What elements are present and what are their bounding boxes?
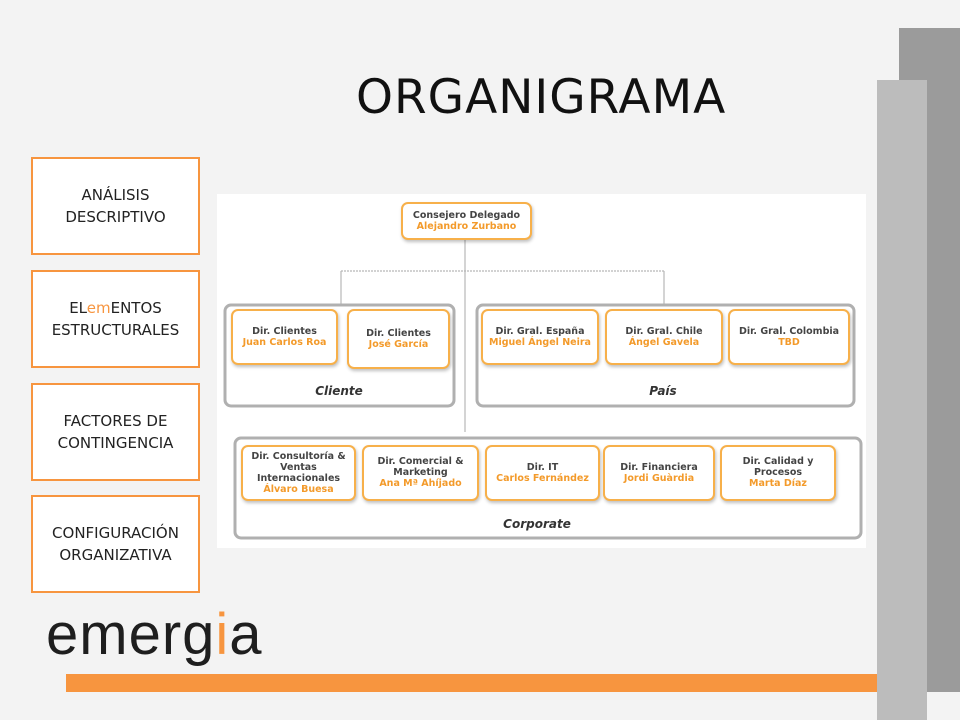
nav-label-line2: DESCRIPTIVO bbox=[65, 208, 166, 226]
group-label-cliente: Cliente bbox=[315, 384, 363, 398]
org-person: Marta Díaz bbox=[749, 478, 807, 489]
org-person: Ángel Gavela bbox=[628, 336, 700, 348]
org-role: Dir. Gral. Colombia bbox=[738, 325, 840, 337]
nav-label-line2: CONTINGENCIA bbox=[57, 434, 174, 452]
org-person: José García bbox=[368, 338, 429, 350]
org-person: Jordi Guàrdia bbox=[623, 472, 695, 484]
org-box-dir-calidad: Dir. Calidad y Procesos Marta Díaz bbox=[720, 445, 836, 501]
slide-title: ORGANIGRAMA bbox=[356, 70, 727, 125]
nav-label-line2: ORGANIZATIVA bbox=[59, 546, 172, 564]
nav-label-part: EL bbox=[69, 299, 87, 317]
org-role: Dir. Gral. Chile bbox=[625, 325, 703, 337]
org-person: Alejandro Zurbano bbox=[416, 220, 517, 232]
nav-label-line1: CONFIGURACIÓN bbox=[52, 524, 179, 542]
org-person: Ana Mª Ahíjado bbox=[379, 478, 462, 489]
org-person: Carlos Fernández bbox=[496, 472, 589, 484]
org-box-dir-clientes-2: Dir. Clientes José García bbox=[347, 309, 450, 369]
nav-label-part: ENTOS bbox=[110, 299, 162, 317]
org-box-dir-gral-espana: Dir. Gral. España Miguel Ángel Neira bbox=[481, 309, 599, 365]
org-role: Dir. Clientes bbox=[366, 327, 431, 339]
group-frame-corporate bbox=[233, 436, 863, 540]
org-box-dir-financiera: Dir. Financiera Jordi Guàrdia bbox=[603, 445, 715, 501]
org-box-consejero-delegado: Consejero Delegado Alejandro Zurbano bbox=[401, 202, 532, 240]
bottom-accent-bar bbox=[66, 674, 877, 692]
nav-button-factores-de-contingencia[interactable]: FACTORES DE CONTINGENCIA bbox=[31, 383, 200, 481]
group-frame-cliente bbox=[223, 303, 456, 408]
org-box-dir-consultoria: Dir. Consultoría & Ventas Internacionale… bbox=[241, 445, 356, 501]
org-box-dir-gral-chile: Dir. Gral. Chile Ángel Gavela bbox=[605, 309, 723, 365]
org-box-dir-gral-colombia: Dir. Gral. Colombia TBD bbox=[728, 309, 850, 365]
org-role: Dir. Consultoría & Ventas Internacionale… bbox=[251, 450, 346, 484]
org-role: Consejero Delegado bbox=[412, 209, 521, 221]
group-label-pais: País bbox=[649, 384, 677, 398]
org-role: Dir. Comercial & Marketing bbox=[377, 456, 464, 478]
org-person: TBD bbox=[778, 336, 800, 348]
org-role: Dir. Calidad y Procesos bbox=[742, 456, 814, 478]
nav-label-line1: ANÁLISIS bbox=[81, 186, 150, 204]
nav-label-line2: ESTRUCTURALES bbox=[51, 321, 180, 339]
org-person: Miguel Ángel Neira bbox=[489, 336, 591, 348]
logo-text: emerg bbox=[46, 602, 216, 667]
org-box-dir-clientes-1: Dir. Clientes Juan Carlos Roa bbox=[231, 309, 338, 365]
group-label-corporate: Corporate bbox=[503, 517, 571, 531]
org-box-dir-it: Dir. IT Carlos Fernández bbox=[485, 445, 600, 501]
org-person: Álvaro Buesa bbox=[263, 483, 334, 495]
org-role: Dir. Financiera bbox=[620, 461, 698, 473]
emergia-logo: emergia bbox=[46, 606, 268, 670]
org-person: Juan Carlos Roa bbox=[242, 336, 327, 348]
org-chart-connectors bbox=[223, 240, 863, 540]
nav-button-analisis-descriptivo[interactable]: ANÁLISIS DESCRIPTIVO bbox=[31, 157, 200, 255]
nav-label-highlight: em bbox=[86, 299, 111, 317]
org-box-dir-comercial: Dir. Comercial & Marketing Ana Mª Ahíjad… bbox=[362, 445, 479, 501]
nav-button-elementos-estructurales[interactable]: ELemENTOS ESTRUCTURALES bbox=[31, 270, 200, 368]
logo-text: a bbox=[229, 602, 263, 667]
org-role: Dir. Clientes bbox=[252, 325, 317, 337]
org-role: Dir. IT bbox=[526, 461, 559, 473]
group-frame-pais bbox=[475, 303, 856, 408]
nav-label-line1: ELemENTOS bbox=[52, 297, 180, 319]
org-role: Dir. Gral. España bbox=[495, 325, 585, 337]
nav-button-configuracion-organizativa[interactable]: CONFIGURACIÓN ORGANIZATIVA bbox=[31, 495, 200, 593]
nav-label-line1: FACTORES DE bbox=[63, 412, 168, 430]
decorative-side-panel-front bbox=[877, 80, 927, 720]
logo-accent: i bbox=[215, 602, 230, 667]
org-chart: Consejero Delegado Alejandro Zurbano Dir… bbox=[217, 194, 866, 548]
